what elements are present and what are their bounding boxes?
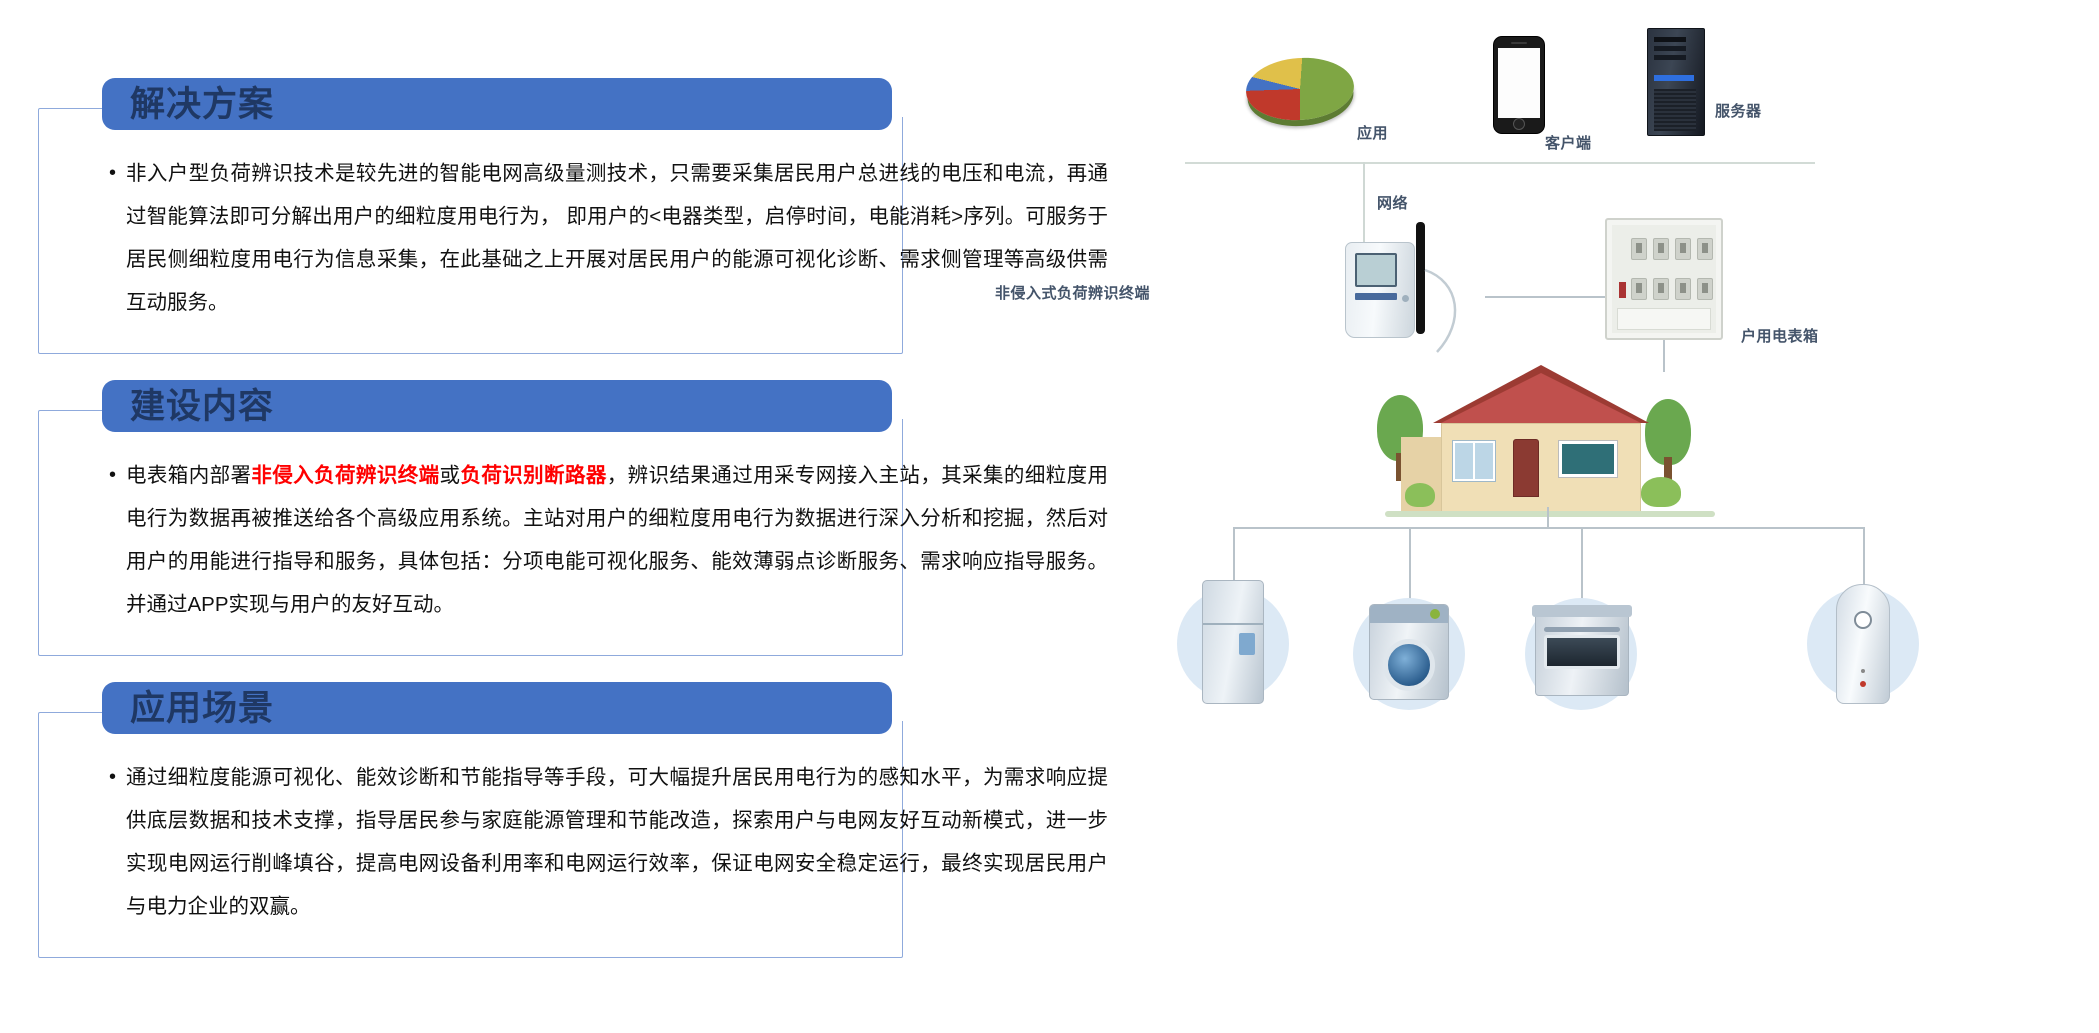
section-header-scenario: 应用场景	[102, 682, 892, 734]
meter-indicator	[1402, 295, 1409, 302]
heater-dial	[1854, 611, 1872, 629]
breaker-switch	[1619, 282, 1626, 298]
tree-icon	[1645, 399, 1691, 485]
cabinet-house-connector	[1663, 340, 1665, 372]
section-header-solution: 解决方案	[102, 78, 892, 130]
meter-cell	[1631, 278, 1647, 300]
terminal-cabinet-connector	[1485, 296, 1605, 298]
pie-chart-shape	[1243, 54, 1357, 124]
section-scenario: 应用场景 通过细粒度能源可视化、能效诊断和节能指导等手段，可大幅提升居民用电行为…	[38, 682, 1178, 958]
architecture-diagram: 应用 客户端 服务器 网络 非侵入式负荷辨识终端	[995, 10, 2085, 1025]
ground-line	[1385, 511, 1715, 517]
oven-cooktop	[1532, 605, 1632, 617]
label-terminal: 非侵入式负荷辨识终端	[995, 285, 1151, 302]
house-icon	[1345, 365, 1765, 525]
section-construction: 建设内容 电表箱内部署非侵入负荷辨识终端或负荷识别断路器，辨识结果通过用采专网接…	[38, 380, 1178, 656]
section-title: 解决方案	[130, 84, 275, 124]
phone-speaker	[1511, 42, 1527, 44]
bush-icon	[1405, 483, 1435, 507]
tree-trunk	[1396, 453, 1404, 481]
appliance-bus-line	[1233, 527, 1865, 529]
meter-cell	[1653, 278, 1669, 300]
branch-connector-4	[1863, 527, 1865, 599]
meter-strip	[1355, 293, 1397, 300]
window-icon	[1559, 441, 1617, 477]
oven-window	[1544, 635, 1620, 669]
water-heater-icon	[1807, 584, 1919, 704]
household-meter-cabinet-icon	[1605, 218, 1723, 340]
house-trunk-connector	[1547, 507, 1549, 529]
washing-machine-icon	[1353, 598, 1465, 710]
branch-connector-2	[1409, 527, 1411, 599]
antenna-icon	[1416, 222, 1425, 334]
oven-body	[1532, 605, 1632, 696]
section-title: 建设内容	[130, 386, 275, 426]
meter-cell	[1675, 238, 1691, 260]
refrigerator-icon	[1177, 580, 1289, 704]
meter-cell	[1631, 238, 1647, 260]
bullet-text: 通过细粒度能源可视化、能效诊断和节能指导等手段，可大幅提升居民用电行为的感知水平…	[109, 756, 1108, 928]
phone-screen	[1498, 48, 1540, 118]
network-drop-line	[1363, 162, 1365, 242]
section-solution: 解决方案 非入户型负荷辨识技术是较先进的智能电网高级量测技术，只需要采集居民用户…	[38, 78, 1178, 354]
washing-machine-body	[1369, 604, 1449, 700]
water-heater-body	[1836, 584, 1890, 704]
meter-row-top	[1631, 238, 1713, 260]
bullet-text: 非入户型负荷辨识技术是较先进的智能电网高级量测技术，只需要采集居民用户总进线的电…	[109, 152, 1108, 324]
smartphone-icon	[1493, 36, 1545, 134]
server-tower-icon	[1647, 28, 1705, 136]
bullet-text: 电表箱内部署非侵入负荷辨识终端或负荷识别断路器，辨识结果通过用采专网接入主站，其…	[109, 454, 1108, 626]
heater-power-light	[1860, 681, 1866, 687]
meter-cell	[1697, 278, 1713, 300]
tree-trunk	[1664, 457, 1672, 485]
content-column: 解决方案 非入户型负荷辨识技术是较先进的智能电网高级量测技术，只需要采集居民用户…	[38, 78, 1178, 1008]
refrigerator-body	[1202, 580, 1264, 704]
label-client: 客户端	[1545, 135, 1592, 152]
washer-knob	[1430, 609, 1440, 619]
label-application: 应用	[1357, 125, 1389, 142]
refrigerator-display	[1239, 633, 1255, 655]
section-body: 电表箱内部署非侵入负荷辨识终端或负荷识别断路器，辨识结果通过用采专网接入主站，其…	[38, 380, 1178, 656]
tree-crown	[1645, 399, 1691, 465]
section-title: 应用场景	[130, 688, 275, 728]
branch-connector-3	[1581, 527, 1583, 599]
section-header-construction: 建设内容	[102, 380, 892, 432]
heater-indicator	[1861, 669, 1865, 673]
bus-line	[1185, 162, 1815, 164]
cabinet-panel	[1617, 308, 1711, 330]
label-meter-box: 户用电表箱	[1741, 328, 1819, 345]
bush-icon	[1641, 477, 1681, 507]
washer-door	[1383, 639, 1435, 691]
section-body: 通过细粒度能源可视化、能效诊断和节能指导等手段，可大幅提升居民用电行为的感知水平…	[38, 682, 1178, 958]
pie-chart-icon	[1240, 52, 1360, 130]
smart-meter-terminal-icon	[1345, 242, 1415, 338]
oven-handle	[1544, 627, 1620, 632]
washer-control-panel	[1370, 605, 1448, 623]
phone-home-button	[1513, 118, 1525, 130]
server-status-bar	[1654, 75, 1694, 81]
meter-screen	[1355, 253, 1397, 287]
meter-cell	[1697, 238, 1713, 260]
branch-connector-1	[1233, 527, 1235, 599]
meter-cell	[1675, 278, 1691, 300]
meter-cell	[1653, 238, 1669, 260]
server-vents	[1654, 89, 1696, 131]
roof	[1441, 373, 1641, 423]
door-icon	[1513, 439, 1539, 497]
window-icon	[1453, 441, 1495, 481]
oven-icon	[1525, 598, 1637, 710]
label-server: 服务器	[1715, 103, 1762, 120]
meter-row-bottom	[1631, 278, 1713, 300]
section-body: 非入户型负荷辨识技术是较先进的智能电网高级量测技术，只需要采集居民用户总进线的电…	[38, 78, 1178, 354]
terminal-link-wire	[1424, 268, 1457, 353]
label-network: 网络	[1377, 195, 1409, 212]
